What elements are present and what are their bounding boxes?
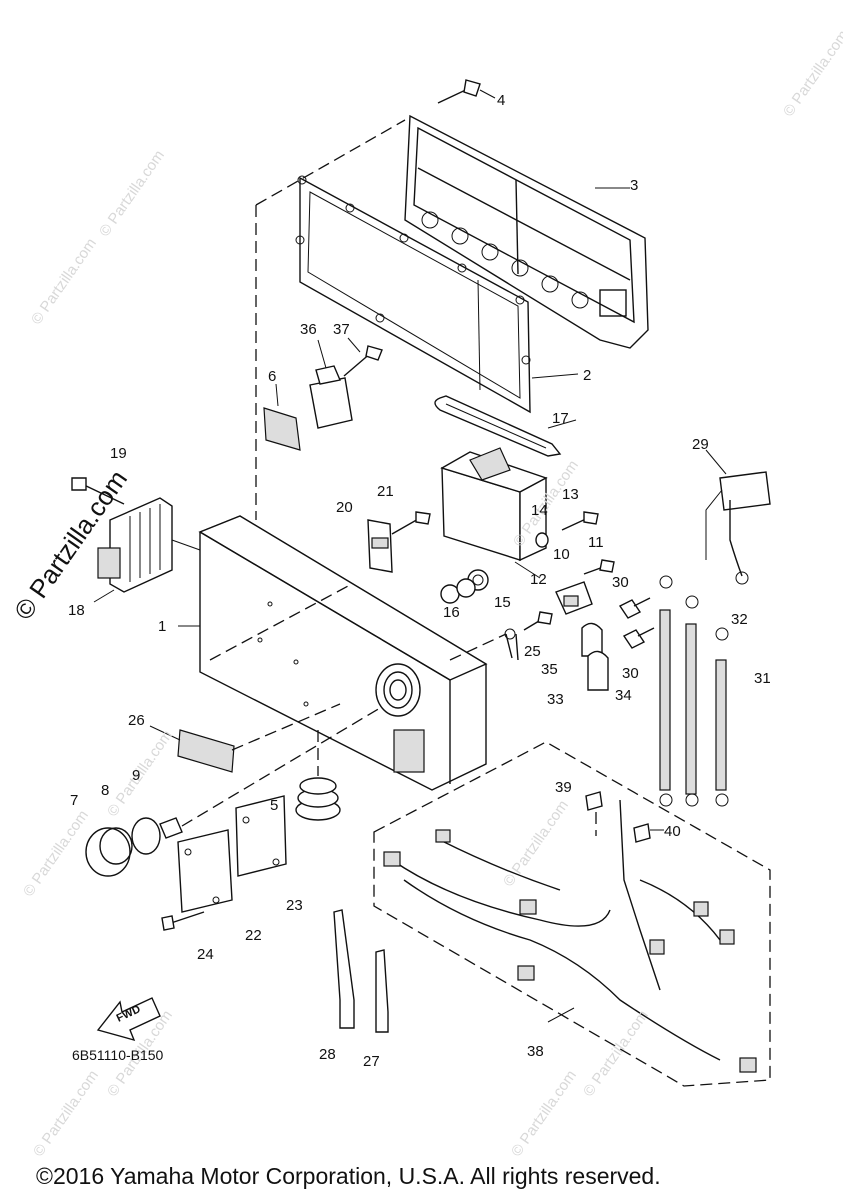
part-label-38[interactable]: 38 xyxy=(527,1043,544,1060)
part-33-cap[interactable] xyxy=(587,650,609,691)
part-label-34[interactable]: 34 xyxy=(615,687,632,704)
part-3-cover[interactable] xyxy=(404,114,649,349)
part-29-sensor[interactable] xyxy=(705,449,771,585)
part-label-6[interactable]: 6 xyxy=(268,368,277,385)
part-7-cap[interactable] xyxy=(85,827,133,877)
part-9-clip[interactable] xyxy=(159,707,381,839)
part-37-screw[interactable] xyxy=(343,337,383,377)
part-label-30-upper[interactable]: 30 xyxy=(612,574,629,591)
part-label-16[interactable]: 16 xyxy=(443,604,460,621)
part-11-screw[interactable] xyxy=(583,559,615,575)
part-6-pad[interactable] xyxy=(263,383,301,451)
part-label-18[interactable]: 18 xyxy=(68,602,85,619)
part-27-tie[interactable] xyxy=(375,949,389,1033)
part-label-24[interactable]: 24 xyxy=(197,946,214,963)
part-38-harness[interactable] xyxy=(373,741,771,1087)
part-label-36[interactable]: 36 xyxy=(300,321,317,338)
part-17-bracket[interactable] xyxy=(434,395,577,457)
part-8-seal[interactable] xyxy=(131,817,161,855)
part-label-17[interactable]: 17 xyxy=(552,410,569,427)
part-28-tie[interactable] xyxy=(333,909,355,1029)
part-39-clip[interactable] xyxy=(585,791,603,836)
part-30-bolt-upper[interactable] xyxy=(618,597,651,619)
part-2-gasket[interactable] xyxy=(295,175,579,414)
part-23-plate[interactable] xyxy=(235,795,287,877)
part-label-37[interactable]: 37 xyxy=(333,321,350,338)
part-10-bracket[interactable] xyxy=(555,581,593,615)
part-25-screw[interactable] xyxy=(523,611,553,631)
part-label-35[interactable]: 35 xyxy=(541,661,558,678)
part-label-12[interactable]: 12 xyxy=(530,571,547,588)
part-13-screw[interactable] xyxy=(561,511,599,531)
part-label-31[interactable]: 31 xyxy=(754,670,771,687)
part-21-screw[interactable] xyxy=(391,511,431,535)
part-25-terminal[interactable] xyxy=(449,628,519,661)
copyright-text: ©2016 Yamaha Motor Corporation, U.S.A. A… xyxy=(36,1163,661,1189)
part-label-15[interactable]: 15 xyxy=(494,594,511,611)
part-label-3[interactable]: 3 xyxy=(630,177,639,194)
part-34-cable[interactable] xyxy=(659,575,673,807)
part-label-40[interactable]: 40 xyxy=(664,823,681,840)
part-label-25[interactable]: 25 xyxy=(524,643,541,660)
part-label-9[interactable]: 9 xyxy=(132,767,141,784)
part-20-bracket[interactable] xyxy=(367,519,393,573)
part-label-11[interactable]: 11 xyxy=(588,534,604,551)
part-label-28[interactable]: 28 xyxy=(319,1046,336,1063)
part-22-plate[interactable] xyxy=(177,829,233,913)
part-18-rectifier[interactable] xyxy=(93,497,173,603)
part-label-1[interactable]: 1 xyxy=(158,618,167,635)
part-label-30-lower[interactable]: 30 xyxy=(622,665,639,682)
part-26-label[interactable] xyxy=(149,703,341,773)
part-35-cap[interactable] xyxy=(581,622,603,657)
part-30-bolt-lower[interactable] xyxy=(622,627,655,649)
part-32-cable[interactable] xyxy=(685,595,699,807)
part-label-32[interactable]: 32 xyxy=(731,611,748,628)
part-5-damper[interactable] xyxy=(295,730,341,821)
part-label-26[interactable]: 26 xyxy=(128,712,145,729)
part-1-electric-box[interactable] xyxy=(178,515,488,791)
part-label-13[interactable]: 13 xyxy=(562,486,579,503)
part-label-22[interactable]: 22 xyxy=(245,927,262,944)
part-label-21[interactable]: 21 xyxy=(377,483,394,500)
part-label-33[interactable]: 33 xyxy=(547,691,564,708)
part-label-23[interactable]: 23 xyxy=(286,897,303,914)
part-label-14[interactable]: 14 xyxy=(531,502,548,519)
part-4-screw[interactable] xyxy=(437,79,496,104)
part-label-19[interactable]: 19 xyxy=(110,445,127,462)
part-label-27[interactable]: 27 xyxy=(363,1053,380,1070)
part-label-10[interactable]: 10 xyxy=(553,546,570,563)
part-14-washer[interactable] xyxy=(535,532,549,548)
part-label-8[interactable]: 8 xyxy=(101,782,110,799)
part-label-7[interactable]: 7 xyxy=(70,792,79,809)
part-12-ecu[interactable] xyxy=(440,447,548,579)
part-label-39[interactable]: 39 xyxy=(555,779,572,796)
diagram-code: 6B51110-B150 xyxy=(72,1047,164,1063)
part-19-bolt[interactable] xyxy=(71,477,125,505)
part-24-screw[interactable] xyxy=(161,911,205,931)
fwd-arrow-icon xyxy=(96,997,161,1042)
part-label-5[interactable]: 5 xyxy=(270,797,279,814)
part-36-relay[interactable] xyxy=(309,339,353,429)
part-31-cable[interactable] xyxy=(715,627,729,807)
part-label-29[interactable]: 29 xyxy=(692,436,709,453)
part-label-4[interactable]: 4 xyxy=(497,92,506,109)
part-16-grommet[interactable] xyxy=(440,578,476,604)
part-label-2[interactable]: 2 xyxy=(583,367,592,384)
part-40-clip[interactable] xyxy=(633,823,664,843)
part-label-20[interactable]: 20 xyxy=(336,499,353,516)
